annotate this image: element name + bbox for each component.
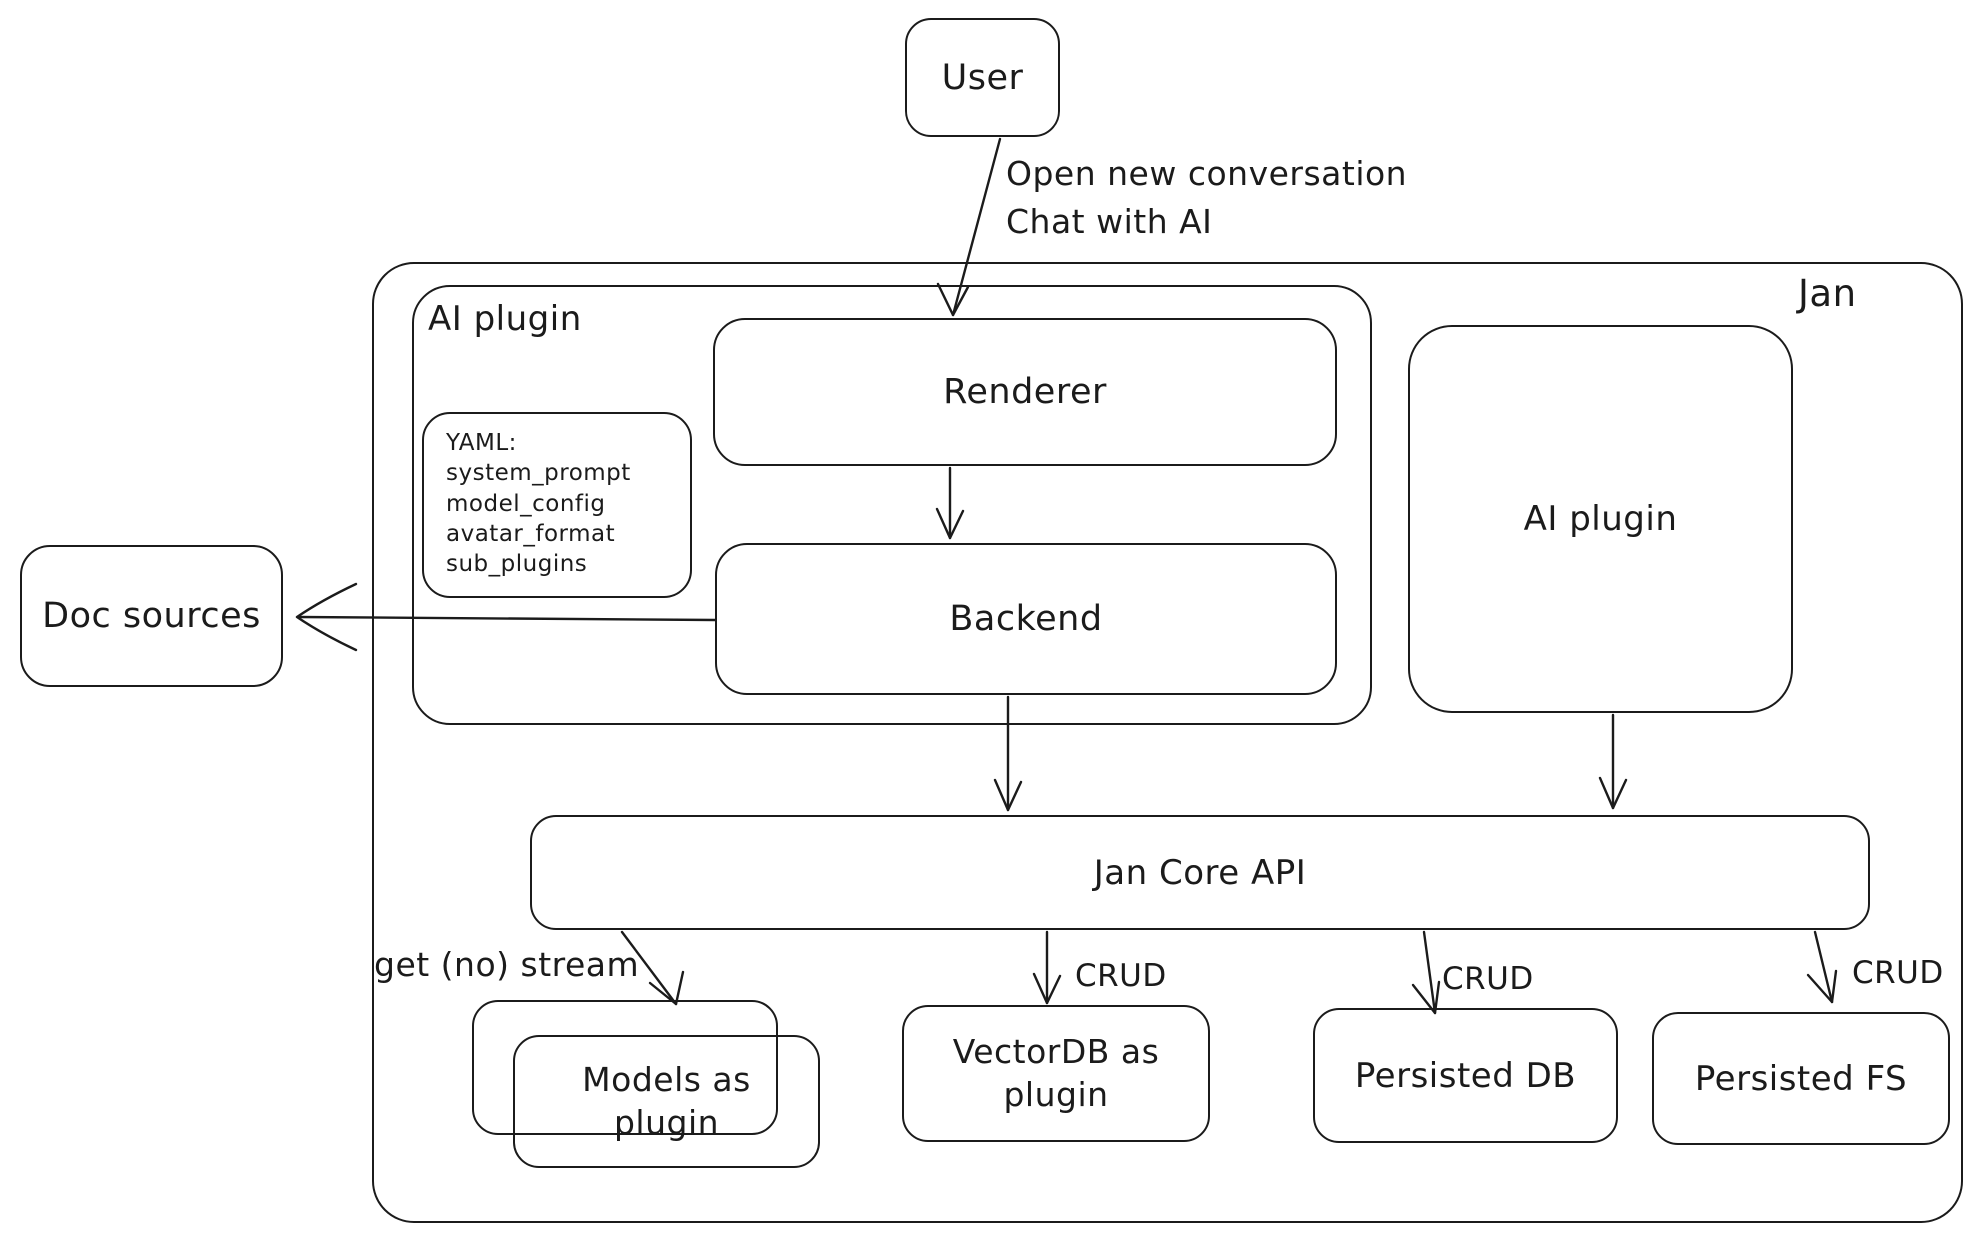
backend-node: Backend [715, 543, 1337, 695]
yaml-note: YAML: system_prompt model_config avatar_… [422, 412, 692, 598]
user-edge-label: Open new conversation Chat with AI [1006, 154, 1408, 241]
jan-core-api-node: Jan Core API [530, 815, 1870, 930]
persisted-fs-node: Persisted FS [1652, 1012, 1950, 1145]
vectordb-as-plugin-node: VectorDB as plugin [902, 1005, 1210, 1142]
jan-container [372, 262, 1963, 1223]
renderer-node: Renderer [713, 318, 1337, 466]
get-no-stream-label: get (no) stream [374, 945, 640, 984]
ai-plugin-right-node: AI plugin [1408, 325, 1793, 713]
yaml-note-text: YAML: system_prompt model_config avatar_… [446, 430, 631, 578]
crud-label-persisted-fs: CRUD [1852, 955, 1944, 991]
ai-plugin-left-label: AI plugin [428, 299, 582, 339]
crud-label-persisted-db: CRUD [1442, 961, 1534, 997]
jan-container-label: Jan [1798, 272, 1857, 315]
persisted-db-node: Persisted DB [1313, 1008, 1618, 1143]
user-node: User [905, 18, 1060, 137]
models-as-plugin-node: Models as plugin [513, 1035, 820, 1168]
crud-label-vectordb: CRUD [1075, 958, 1167, 994]
ai-plugin-left-container [412, 285, 1372, 725]
doc-sources-node: Doc sources [20, 545, 283, 687]
